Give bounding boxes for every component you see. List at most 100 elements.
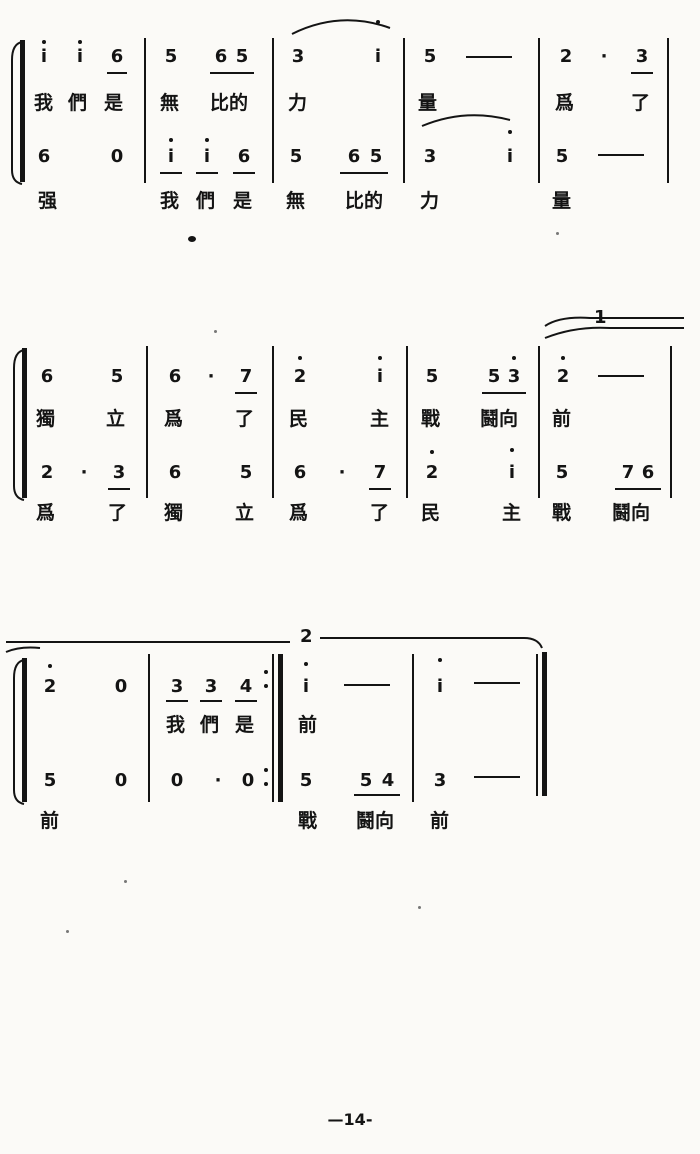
note: i	[436, 676, 444, 697]
note: 2	[425, 462, 439, 483]
barline	[403, 38, 405, 183]
lyric: 戰	[298, 810, 318, 832]
note: 5	[43, 770, 57, 791]
lyric: 强	[38, 190, 58, 212]
lyric: 立	[235, 502, 255, 524]
lyric: 了	[108, 502, 128, 524]
note: 3	[112, 462, 126, 483]
note: 4	[239, 676, 253, 697]
lyric: 鬪向	[480, 408, 519, 430]
system-2-start-bar	[22, 348, 27, 498]
lyric: 主	[370, 408, 390, 430]
lyric: 爲	[289, 502, 309, 524]
note-dot: ·	[207, 366, 215, 387]
lyric: 們	[200, 714, 220, 736]
lyric: 民	[421, 502, 441, 524]
note: 0	[114, 770, 128, 791]
note: i	[302, 676, 310, 697]
note: 6	[168, 462, 182, 483]
note-dot: ·	[338, 462, 346, 483]
note: 4	[381, 770, 395, 791]
lyric: 是	[104, 92, 124, 114]
note: 7	[373, 462, 387, 483]
note: 0	[241, 770, 255, 791]
note: 3	[291, 46, 305, 67]
note: 7	[239, 366, 253, 387]
lyric: 了	[631, 92, 651, 114]
lyric: 我	[166, 714, 186, 736]
note: 2	[43, 676, 57, 697]
note: i	[376, 366, 384, 387]
note: 3	[204, 676, 218, 697]
repeat-end-thick-bar	[278, 654, 283, 802]
lyric: 立	[106, 408, 126, 430]
lyric: 力	[288, 92, 308, 114]
note: 6	[168, 366, 182, 387]
note: 5	[359, 770, 373, 791]
note: i	[203, 146, 211, 167]
note: 6	[237, 146, 251, 167]
barline	[272, 38, 274, 183]
lyric: 戰	[552, 502, 572, 524]
lyric: 戰	[421, 408, 441, 430]
note: 5	[239, 462, 253, 483]
note: 5	[487, 366, 501, 387]
volta-2-label: 2	[300, 626, 313, 647]
lyric: 民	[289, 408, 309, 430]
lyric: 主	[502, 502, 522, 524]
note: i	[374, 46, 382, 67]
barline	[144, 38, 146, 183]
note: 0	[110, 146, 124, 167]
note: 5	[423, 46, 437, 67]
note: 5	[289, 146, 303, 167]
lyric: 爲	[164, 408, 184, 430]
lyric: 了	[370, 502, 390, 524]
lyric: 前	[430, 810, 450, 832]
lyric: 爲	[555, 92, 575, 114]
print-speck	[66, 930, 69, 933]
lyric: 了	[235, 408, 255, 430]
barline	[670, 346, 672, 498]
note: 5	[299, 770, 313, 791]
barline	[538, 38, 540, 183]
note: 5	[555, 146, 569, 167]
lyric: 爲	[36, 502, 56, 524]
note: 0	[114, 676, 128, 697]
note: 6	[37, 146, 51, 167]
final-thin-bar	[536, 654, 538, 796]
note: i	[76, 46, 84, 67]
lyric: 是	[233, 190, 253, 212]
print-speck	[124, 880, 127, 883]
lyric: 鬪向	[612, 502, 651, 524]
print-speck	[188, 236, 196, 242]
note: 5	[555, 462, 569, 483]
note: i	[508, 462, 516, 483]
lyric: 比的	[345, 190, 384, 212]
barline	[412, 654, 414, 802]
barline	[148, 654, 150, 802]
barline	[406, 346, 408, 498]
lyric: 鬪向	[356, 810, 395, 832]
barline	[667, 38, 669, 183]
final-thick-bar	[542, 652, 547, 796]
note: 6	[214, 46, 228, 67]
note: 6	[347, 146, 361, 167]
page-number: —14-	[327, 1110, 373, 1129]
lyric: 前	[552, 408, 572, 430]
note: 2	[40, 462, 54, 483]
print-speck	[214, 330, 217, 333]
note: 2	[293, 366, 307, 387]
lyric: 力	[420, 190, 440, 212]
lyric: 無	[160, 92, 180, 114]
note: 5	[110, 366, 124, 387]
print-speck	[556, 232, 559, 235]
note: i	[40, 46, 48, 67]
barline	[272, 346, 274, 498]
lyric: 量	[418, 92, 438, 114]
note: 5	[164, 46, 178, 67]
note: 3	[423, 146, 437, 167]
note: i	[506, 146, 514, 167]
lyric: 無	[286, 190, 306, 212]
